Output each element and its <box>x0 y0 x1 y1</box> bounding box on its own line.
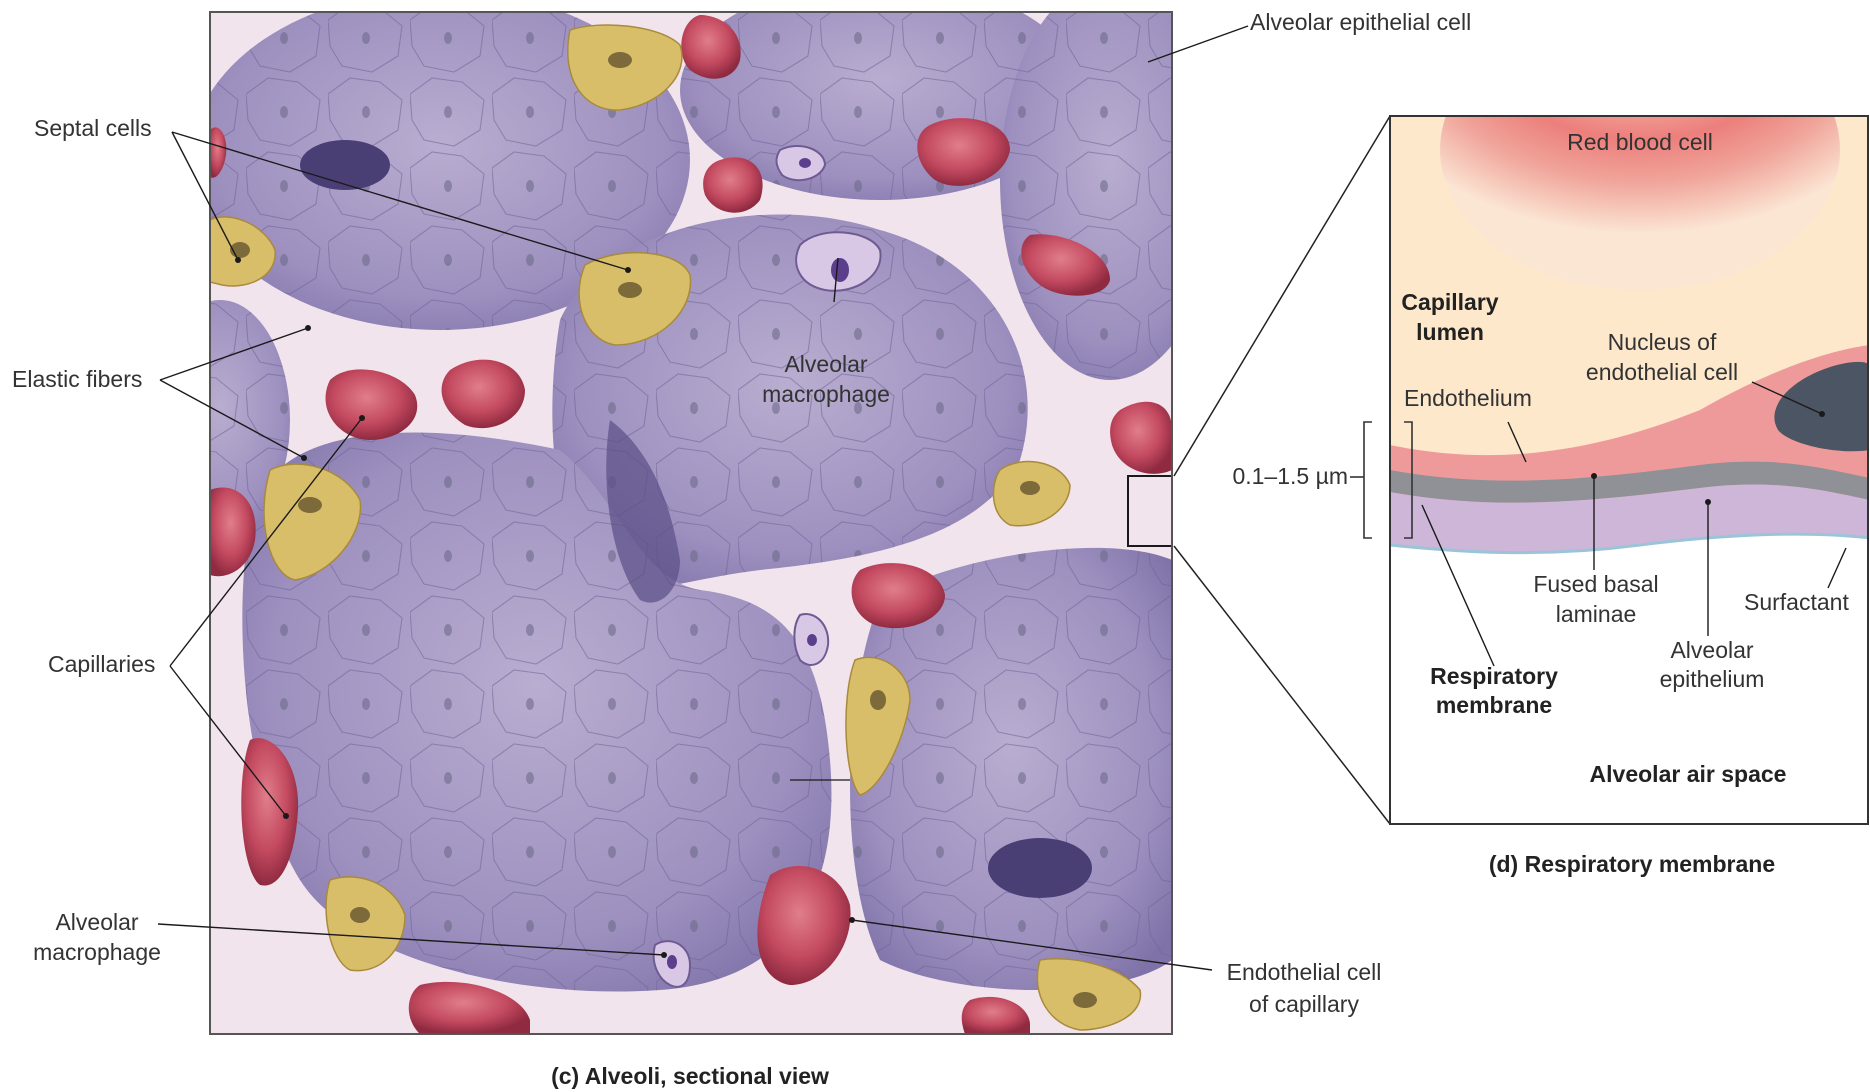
label-alveolar-epithelial-cell: Alveolar epithelial cell <box>1250 8 1471 37</box>
caption-alveoli: (c) Alveoli, sectional view <box>551 1062 829 1091</box>
label-alveolar-epithelium-1: Alveolar <box>1670 636 1753 665</box>
label-respiratory-membrane-1: Respiratory <box>1430 662 1558 691</box>
caption-respiratory-membrane: (d) Respiratory membrane <box>1489 850 1775 879</box>
label-alveolar-macrophage-center-1: Alveolar <box>784 350 867 379</box>
label-alveolar-air-space: Alveolar air space <box>1590 760 1787 789</box>
label-capillaries: Capillaries <box>48 650 155 679</box>
label-red-blood-cell: Red blood cell <box>1567 128 1713 157</box>
label-fused-basal-1: Fused basal <box>1533 570 1658 599</box>
label-endothelial-cell-2: of capillary <box>1249 990 1359 1019</box>
label-capillary-lumen-1: Capillary <box>1401 288 1498 317</box>
label-capillary-lumen-2: lumen <box>1416 318 1484 347</box>
label-endothelial-cell-1: Endothelial cell <box>1227 958 1382 987</box>
label-surfactant: Surfactant <box>1744 588 1849 617</box>
label-nucleus-1: Nucleus of <box>1608 328 1717 357</box>
label-fused-basal-2: laminae <box>1556 600 1637 629</box>
label-elastic-fibers: Elastic fibers <box>12 365 142 394</box>
label-septal-cells: Septal cells <box>34 114 152 143</box>
label-respiratory-membrane-2: membrane <box>1436 691 1552 720</box>
label-endothelium: Endothelium <box>1404 384 1532 413</box>
label-alveolar-macrophage-left-1: Alveolar <box>55 908 138 937</box>
label-nucleus-2: endothelial cell <box>1586 358 1738 387</box>
alveoli-section <box>150 0 1220 1034</box>
label-thickness: 0.1–1.5 µm <box>1212 462 1348 491</box>
label-alveolar-epithelium-2: epithelium <box>1660 665 1765 694</box>
label-alveolar-macrophage-center-2: macrophage <box>762 380 890 409</box>
label-alveolar-macrophage-left-2: macrophage <box>33 938 161 967</box>
